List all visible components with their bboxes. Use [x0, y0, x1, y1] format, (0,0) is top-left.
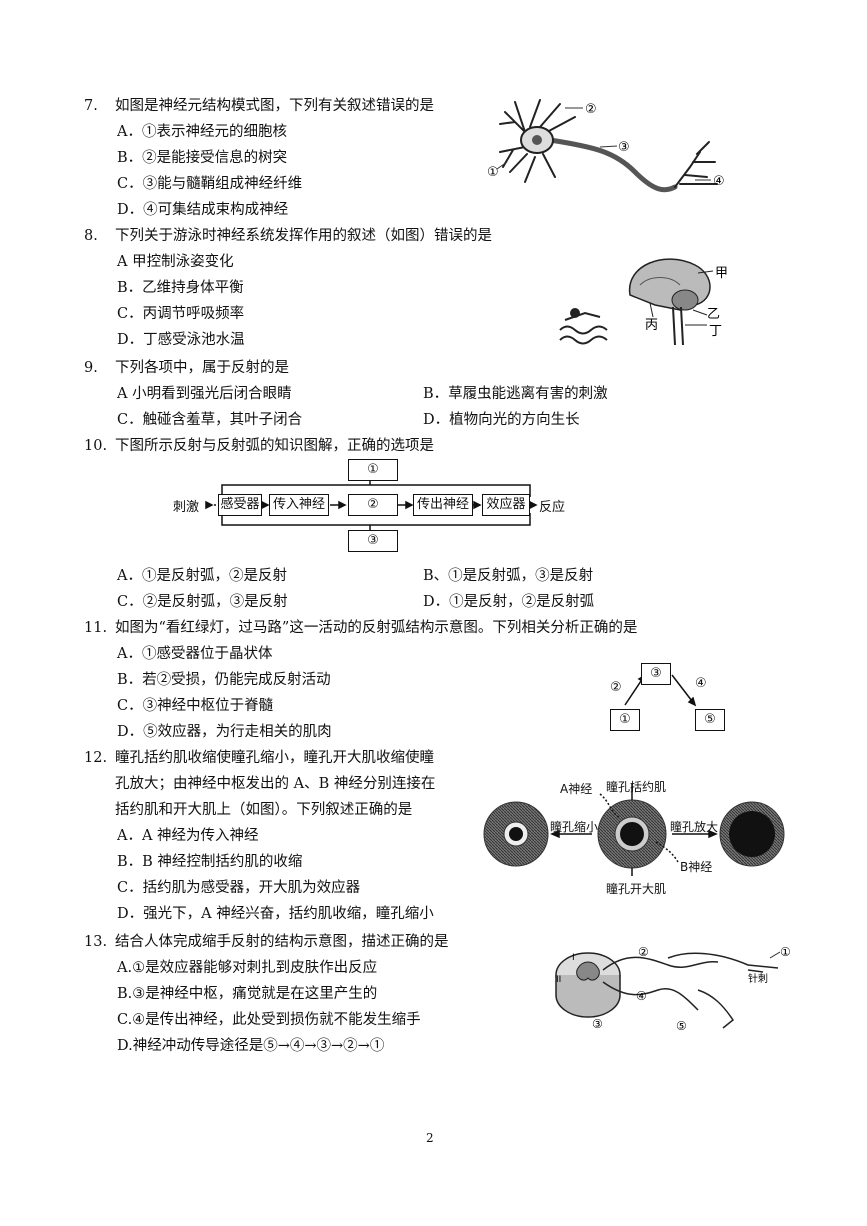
brain-label-ding: 丁	[709, 324, 722, 339]
q11-number: 11.	[84, 620, 108, 636]
diagram-center-2: ②	[348, 494, 398, 516]
q7-option-c: C．③能与髓鞘组成神经纤维	[117, 176, 303, 192]
q10-option-b: B、①是反射弧，③是反射	[423, 568, 594, 584]
neuron-label-1: ①	[487, 165, 499, 180]
brain-swimmer-figure: 甲 乙 丙 丁	[559, 258, 728, 346]
q10-stem: 下图所示反射与反射弧的知识图解，正确的选项是	[115, 438, 434, 454]
neuron-label-3: ③	[618, 140, 630, 155]
spinal-label-I: I	[572, 953, 575, 963]
q9-option-a: A 小明看到强光后闭合眼睛	[117, 386, 292, 402]
reflex-label-4: ④	[636, 989, 647, 1003]
pupil-label-dilate: 瞳孔放大	[670, 820, 719, 834]
q11-option-b: B．若②受损，仍能完成反射活动	[117, 672, 331, 688]
q10-option-c: C．②是反射弧，③是反射	[117, 594, 288, 610]
q8-option-c: C．丙调节呼吸频率	[117, 306, 245, 322]
q7-option-a: A．①表示神经元的细胞核	[117, 124, 287, 140]
diagram-box-1: ①	[348, 459, 398, 481]
q9-option-d: D．植物向光的方向生长	[423, 412, 580, 428]
pupil-label-b-nerve: B神经	[680, 860, 713, 874]
q12-stem-line3: 括约肌和开大肌上（如图）。下列叙述正确的是	[115, 802, 413, 818]
brain-label-bing: 丙	[645, 318, 658, 333]
q8-option-d: D．丁感受泳池水温	[117, 332, 245, 348]
reflex-label-3: ③	[592, 1017, 603, 1031]
q12-option-c: C．括约肌为感受器，开大肌为效应器	[117, 880, 361, 896]
q13-option-d: D.神经冲动传导途径是⑤→④→③→②→①	[117, 1038, 385, 1054]
reflex-label-5: ⑤	[676, 1019, 687, 1033]
pupil-label-sphincter: 瞳孔括约肌	[606, 780, 667, 794]
q9-stem: 下列各项中，属于反射的是	[115, 360, 289, 376]
neuron-label-4: ④	[713, 174, 725, 189]
diagram-stimulus: 刺激	[173, 500, 200, 515]
q9-option-b: B．草履虫能逃离有害的刺激	[423, 386, 608, 402]
q12-option-d: D．强光下，A 神经兴奋，括约肌收缩，瞳孔缩小	[117, 906, 434, 922]
q13-number: 13.	[84, 934, 108, 950]
q12-option-a: A．A 神经为传入神经	[117, 828, 259, 844]
withdrawal-reflex-figure: II I ② ① 针刺 ④ ③ ⑤	[555, 945, 791, 1033]
brain-label-yi: 乙	[707, 307, 720, 322]
pupil-figure	[483, 784, 785, 876]
arc-node-3: ③	[641, 663, 671, 685]
diagram-box-3: ③	[348, 530, 398, 552]
reflex-diagram-lines	[205, 479, 538, 531]
page-number: 2	[426, 1131, 434, 1145]
q10-option-d: D．①是反射，②是反射弧	[423, 594, 595, 610]
arc-label-2: ②	[610, 680, 622, 695]
reflex-label-2: ②	[638, 945, 649, 959]
q8-number: 8.	[84, 228, 98, 244]
q11-stem: 如图为“看红绿灯，过马路”这一活动的反射弧结构示意图。下列相关分析正确的是	[115, 620, 638, 636]
pupil-label-dilator: 瞳孔开大肌	[606, 882, 667, 896]
spinal-label-II: II	[556, 975, 561, 985]
pupil-label-a-nerve: A神经	[560, 782, 593, 796]
q7-option-b: B．②是能接受信息的树突	[117, 150, 288, 166]
pupil-label-constrict: 瞳孔缩小	[550, 820, 599, 834]
q13-option-c: C.④是传出神经，此处受到损伤就不能发生缩手	[117, 1012, 421, 1028]
q9-number: 9.	[84, 360, 98, 376]
q9-option-c: C．触碰含羞草，其叶子闭合	[117, 412, 303, 428]
q8-option-b: B．乙维持身体平衡	[117, 280, 244, 296]
diagram-efferent-nerve: 传出神经	[413, 494, 473, 516]
reflex-label-1: ①	[780, 945, 791, 959]
diagram-afferent-nerve: 传入神经	[269, 494, 329, 516]
arc-label-4: ④	[695, 676, 707, 691]
q12-option-b: B．B 神经控制括约肌的收缩	[117, 854, 303, 870]
diagram-effector: 效应器	[482, 494, 530, 516]
diagram-receptor: 感受器	[218, 494, 262, 516]
q12-number: 12.	[84, 750, 108, 766]
reflex-label-pin: 针刺	[748, 972, 768, 985]
neuron-figure: ② ③ ① ④	[487, 99, 725, 193]
brain-label-jia: 甲	[715, 266, 728, 281]
q8-option-a: A 甲控制泳姿变化	[117, 254, 234, 270]
q11-option-c: C．③神经中枢位于脊髓	[117, 698, 274, 714]
q10-option-a: A．①是反射弧，②是反射	[117, 568, 287, 584]
q7-stem: 如图是神经元结构模式图，下列有关叙述错误的是	[115, 98, 434, 114]
arc-node-1: ①	[610, 709, 640, 731]
q10-number: 10.	[84, 438, 108, 454]
q13-stem: 结合人体完成缩手反射的结构示意图，描述正确的是	[115, 934, 449, 950]
q12-stem-line1: 瞳孔括约肌收缩使瞳孔缩小，瞳孔开大肌收缩使瞳	[115, 750, 434, 766]
diagram-response: 反应	[539, 500, 566, 515]
arc-node-5: ⑤	[695, 709, 725, 731]
q7-option-d: D．④可集结成束构成神经	[117, 202, 289, 218]
q12-stem-line2: 孔放大；由神经中枢发出的 A、B 神经分别连接在	[115, 776, 436, 792]
q8-stem: 下列关于游泳时神经系统发挥作用的叙述（如图）错误的是	[115, 228, 492, 244]
q11-option-a: A．①感受器位于晶状体	[117, 646, 273, 662]
q7-number: 7.	[84, 98, 98, 114]
q13-option-a: A.①是效应器能够对刺扎到皮肤作出反应	[117, 960, 378, 976]
q11-option-d: D．⑤效应器，为行走相关的肌肉	[117, 724, 332, 740]
q13-option-b: B.③是神经中枢，痛觉就是在这里产生的	[117, 986, 378, 1002]
neuron-label-2: ②	[585, 102, 597, 117]
